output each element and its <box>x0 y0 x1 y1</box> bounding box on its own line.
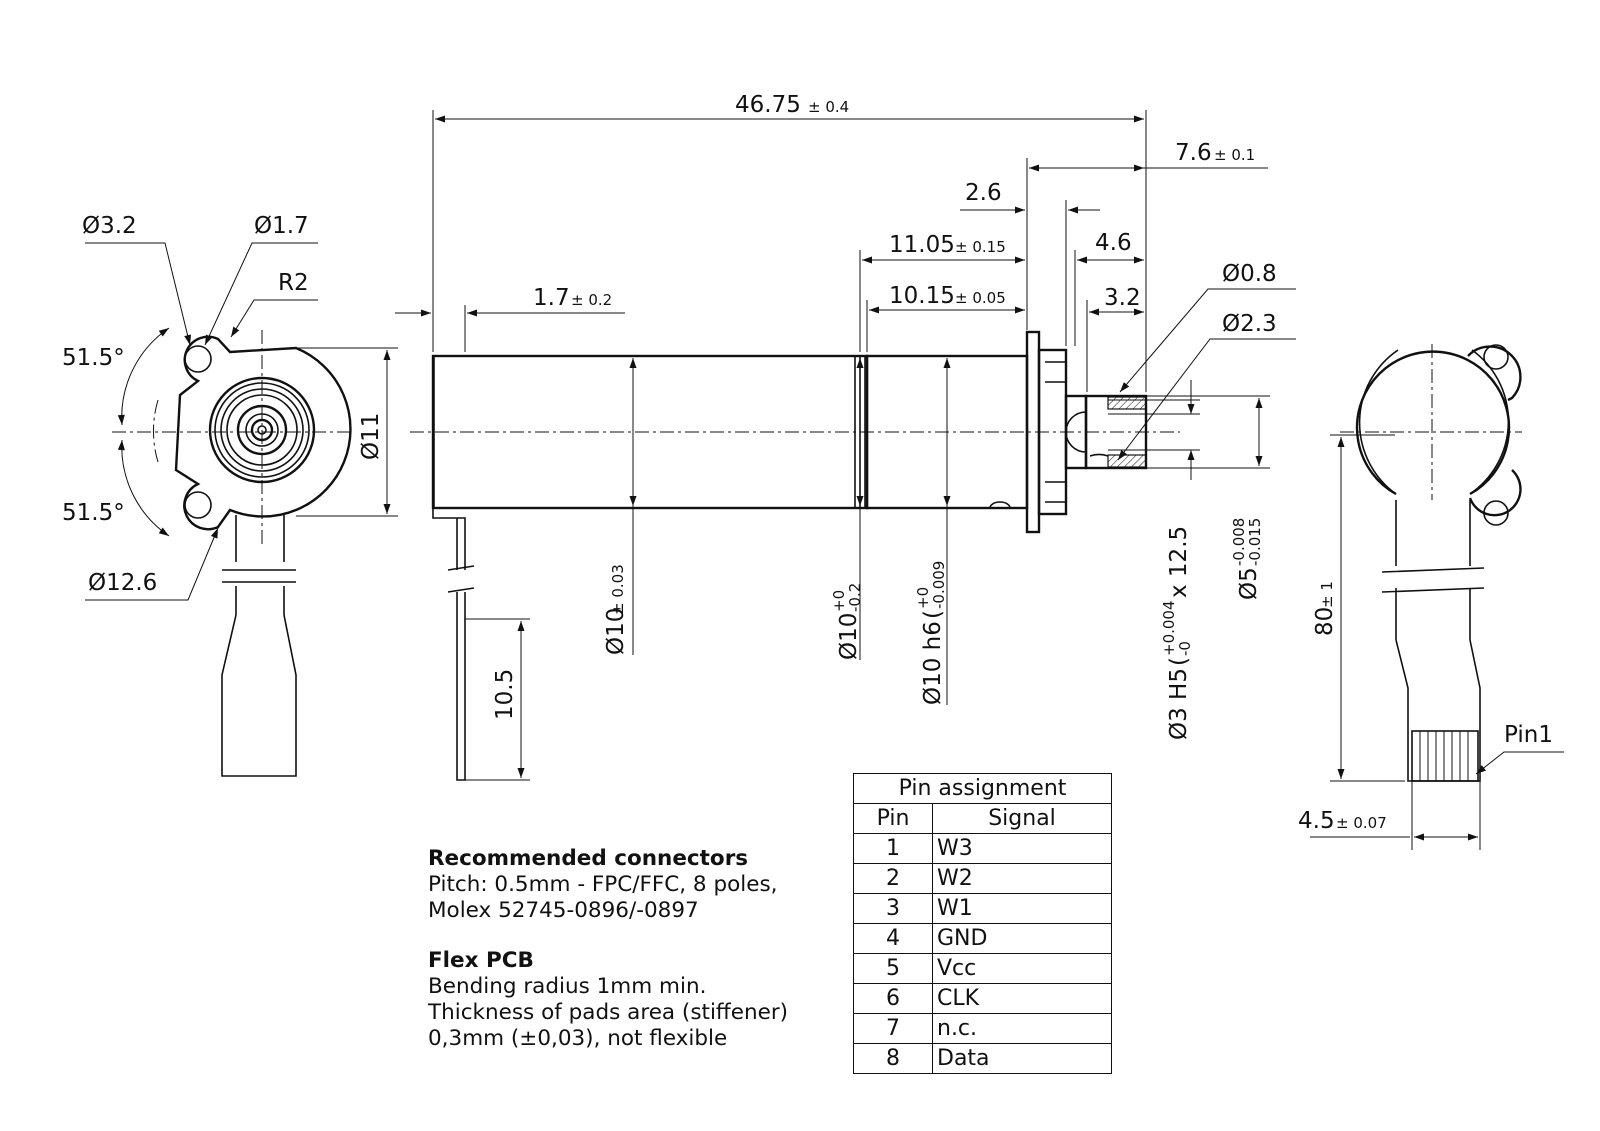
dim-10-15: 10.15 <box>889 283 955 309</box>
pin-signal: W3 <box>932 833 1112 864</box>
flex-line-2: Thickness of pads area (stiffener) <box>428 1000 789 1025</box>
pin-column-header: Pin <box>853 803 933 834</box>
dim-angle-bottom: 51.5° <box>62 500 125 526</box>
dim-80: 80 <box>1312 607 1338 636</box>
pin-signal: n.c. <box>932 1013 1112 1044</box>
main-side-view <box>395 110 1296 781</box>
dim-dia-3-h5-tol-lo: -0 <box>1176 641 1194 656</box>
pin-signal: Vcc <box>932 953 1112 984</box>
pin1-label: Pin1 <box>1504 722 1553 748</box>
dim-dia-10-h6-tol-lo: -0.009 <box>930 561 948 609</box>
dim-shaft-length: 7.6 <box>1175 140 1212 166</box>
dim-80-tol: ± 1 <box>1318 581 1336 608</box>
flex-line-3: 0,3mm (±0,03), not flexible <box>428 1026 728 1051</box>
signal-column-header: Signal <box>932 803 1112 834</box>
connector-pads <box>1411 730 1479 782</box>
dim-dia-10-b: Ø10 <box>836 613 862 660</box>
right-end-view <box>1310 344 1564 850</box>
dim-dia-10-b-tol-up: +0 <box>830 590 848 612</box>
dim-radius-2: R2 <box>278 270 309 296</box>
pin-signal: Data <box>932 1043 1112 1074</box>
dim-dia-5: Ø5 <box>1236 567 1262 600</box>
connectors-line-1: Pitch: 0.5mm - FPC/FFC, 8 poles, <box>428 872 778 897</box>
dim-4-5-tol: ± 0.07 <box>1336 814 1387 832</box>
dim-1-7-tol: ± 0.2 <box>571 291 612 309</box>
dim-dia-3-h5: Ø3 H5 <box>1166 668 1192 740</box>
dim-overall-length: 46.75 <box>735 92 801 118</box>
pin-table-title: Pin assignment <box>853 773 1112 804</box>
dim-3-2: 3.2 <box>1104 285 1141 311</box>
dim-dia-5-tol-up: -0.008 <box>1230 518 1248 566</box>
notes-block: Recommended connectors Pitch: 0.5mm - FP… <box>428 846 838 1052</box>
dim-dia-11: Ø11 <box>358 413 384 460</box>
pin-number: 7 <box>853 1013 933 1044</box>
dim-11-05-tol: ± 0.15 <box>955 238 1006 256</box>
dim-flange-thickness: 2.6 <box>965 180 1002 206</box>
dim-11-05: 11.05 <box>889 232 955 258</box>
dim-dia-3-h5-depth: x 12.5 <box>1166 526 1192 598</box>
dim-dia-10-h6: Ø10 h6 <box>920 621 946 705</box>
dim-dia-10-h6-paren: ( <box>920 610 946 619</box>
dim-dia-2-3: Ø2.3 <box>1222 311 1277 337</box>
dim-overall-length-tol: ± 0.4 <box>808 98 849 116</box>
dim-angle-top: 51.5° <box>62 345 125 371</box>
dim-shaft-length-tol: ± 0.1 <box>1214 146 1255 164</box>
dim-1-7: 1.7 <box>533 285 570 311</box>
dim-dia-10-h6-tol-up: +0 <box>914 587 932 609</box>
dim-dia-3-2: Ø3.2 <box>82 213 137 239</box>
dim-dia-1-7: Ø1.7 <box>254 213 309 239</box>
dimension-labels: 46.75 ± 0.4 7.6 ± 0.1 2.6 11.05 ± 0.15 4… <box>62 92 1553 834</box>
dim-dia-10-b-tol-lo: -0.2 <box>846 583 864 612</box>
flex-line-1: Bending radius 1mm min. <box>428 974 707 999</box>
left-end-view <box>85 242 398 777</box>
dim-4-5: 4.5 <box>1298 808 1335 834</box>
pin-number: 8 <box>853 1043 933 1074</box>
pin-number: 1 <box>853 833 933 864</box>
dim-dia-12-6: Ø12.6 <box>88 570 157 596</box>
dim-dia-10: Ø10 <box>603 608 629 655</box>
pin-number: 5 <box>853 953 933 984</box>
connectors-title: Recommended connectors <box>428 846 749 871</box>
pin-number: 3 <box>853 893 933 924</box>
pin-signal: GND <box>932 923 1112 954</box>
dim-dia-0-8: Ø0.8 <box>1222 261 1277 287</box>
dim-10-5: 10.5 <box>492 669 518 720</box>
pin-signal: CLK <box>932 983 1112 1014</box>
dim-dia-10-tol: ± 0.03 <box>609 564 627 615</box>
connectors-line-2: Molex 52745-0896/-0897 <box>428 898 699 923</box>
dim-10-15-tol: ± 0.05 <box>955 289 1006 307</box>
pin-signal: W2 <box>932 863 1112 894</box>
dim-dia-3-h5-tol-up: +0.004 <box>1160 600 1178 656</box>
pin-number: 2 <box>853 863 933 894</box>
dim-dia-3-h5-paren: ( <box>1166 657 1192 666</box>
pin-number: 4 <box>853 923 933 954</box>
flex-pcb-title: Flex PCB <box>428 948 534 973</box>
dim-4-6: 4.6 <box>1095 230 1132 256</box>
pin-number: 6 <box>853 983 933 1014</box>
pin-signal: W1 <box>932 893 1112 924</box>
dim-dia-5-tol-lo: -0.015 <box>1246 518 1264 566</box>
